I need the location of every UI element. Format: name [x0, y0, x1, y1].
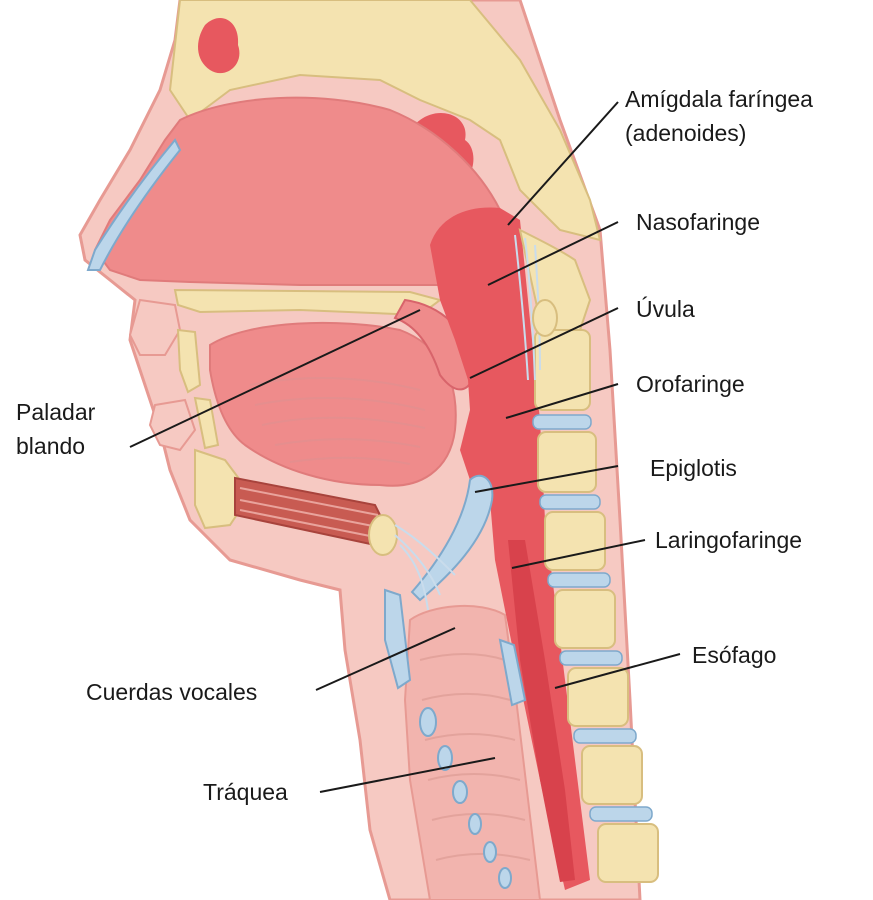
- label-esofago: Esófago: [692, 642, 776, 668]
- label-paladar-line2: blando: [16, 433, 85, 459]
- label-nasofaringe: Nasofaringe: [636, 209, 760, 235]
- label-paladar-line1: Paladar: [16, 399, 96, 425]
- label-traquea: Tráquea: [203, 779, 288, 805]
- label-cuerdas-vocales: Cuerdas vocales: [86, 679, 257, 705]
- label-orofaringe: Orofaringe: [636, 371, 745, 397]
- label-amigdala-line2: (adenoides): [625, 120, 746, 146]
- atlas: [533, 300, 557, 336]
- hyoid-bone: [369, 515, 397, 555]
- label-epiglotis: Epiglotis: [650, 455, 737, 481]
- label-uvula: Úvula: [636, 296, 695, 322]
- label-amigdala-line1: Amígdala faríngea: [625, 86, 813, 112]
- label-laringofaringe: Laringofaringe: [655, 527, 802, 553]
